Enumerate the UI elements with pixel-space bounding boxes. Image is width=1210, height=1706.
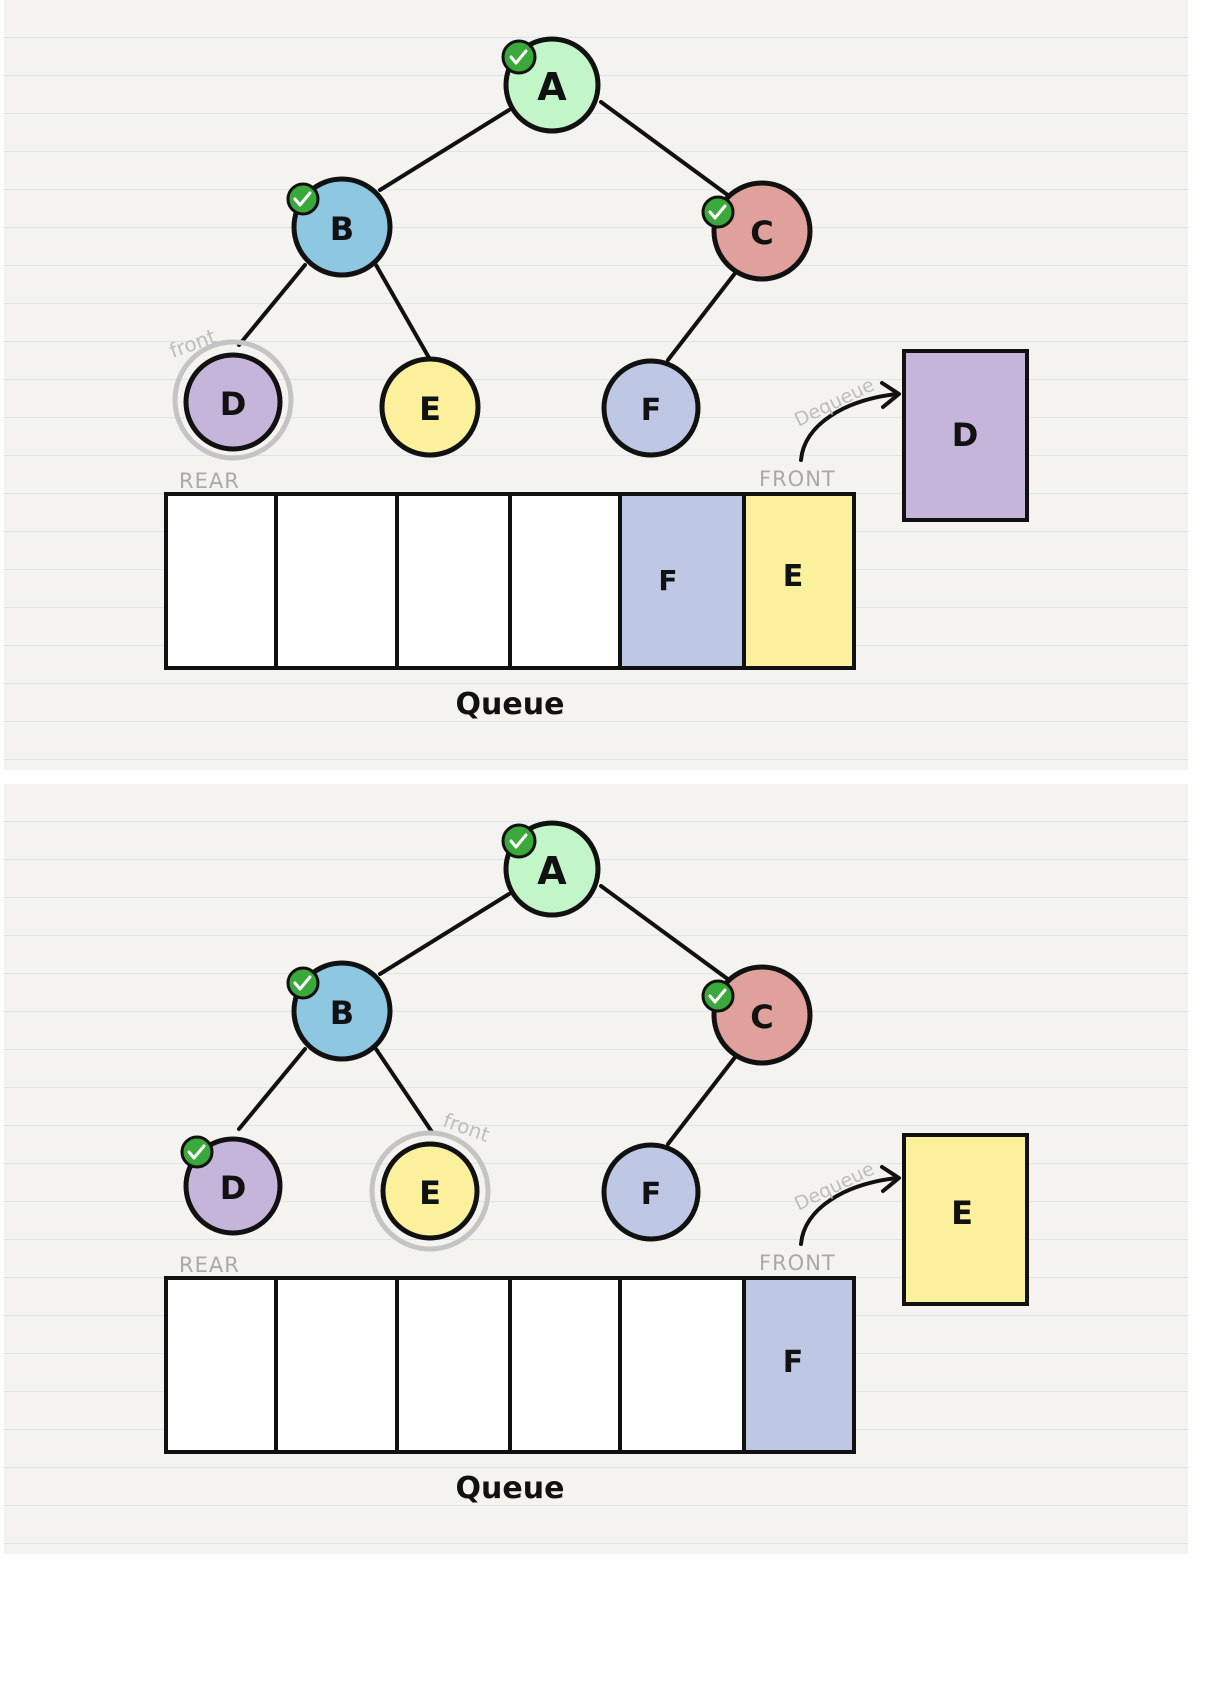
node-e-label: E — [419, 1174, 441, 1212]
bfs-diagram-1: A B C D — [164, 36, 1029, 722]
edge-b-d — [237, 263, 307, 347]
node-b-label: B — [330, 210, 354, 248]
queue-cell — [508, 492, 622, 670]
queue-cell-f — [742, 1276, 856, 1454]
visited-check-icon — [286, 966, 320, 1000]
queue-cell-value: F — [658, 564, 677, 597]
edge-a-b — [378, 892, 511, 976]
queue-cell-value: E — [783, 559, 804, 594]
queue-front-label: FRONT — [759, 1251, 836, 1275]
node-c-circle — [711, 964, 813, 1066]
queue-cell-e — [742, 492, 856, 670]
dequeued-node-label: D — [952, 416, 979, 454]
front-highlight-ring — [369, 1130, 491, 1252]
node-f-label: F — [641, 393, 662, 428]
visited-check-icon — [701, 195, 735, 229]
diagram-panel-1: A B C D — [4, 0, 1188, 770]
node-b-label: B — [330, 994, 354, 1032]
dequeue-label: Dequeue — [791, 1158, 878, 1215]
queue: F E — [164, 492, 856, 670]
tree-edges — [237, 884, 738, 1146]
node-d-label: D — [220, 385, 247, 423]
queue-cell — [164, 492, 278, 670]
edge-c-f — [666, 1054, 738, 1146]
node-f-label: F — [641, 1177, 662, 1212]
edge-a-c — [599, 884, 731, 982]
visited-check-icon — [501, 39, 537, 75]
dequeued-node-box — [902, 1133, 1029, 1306]
node-e-circle — [379, 356, 481, 458]
queue-caption: Queue — [456, 687, 565, 722]
node-f-circle — [601, 358, 701, 458]
front-pointer-label: front — [440, 1108, 493, 1147]
visited-check-icon — [180, 1135, 214, 1169]
dequeue-arrow-icon — [799, 1165, 901, 1246]
queue-rear-label: REAR — [179, 469, 240, 493]
edge-c-f — [666, 270, 738, 362]
bfs-diagram-2: A B C D — [164, 820, 1029, 1506]
node-e: E — [379, 356, 481, 458]
node-c: C — [701, 180, 813, 282]
edge-b-e — [374, 263, 434, 365]
edge-b-e — [374, 1047, 434, 1134]
queue-cell — [274, 492, 399, 670]
diagram-panel-2: A B C D — [4, 784, 1188, 1554]
node-a: A — [501, 36, 601, 134]
queue-cell — [395, 492, 512, 670]
node-d: D — [180, 1135, 283, 1236]
edge-a-c — [599, 100, 731, 198]
queue-cell — [274, 1276, 399, 1454]
dequeued-node-box — [902, 349, 1029, 522]
node-f: F — [601, 1142, 701, 1242]
node-d-label: D — [220, 1169, 247, 1207]
node-d-circle — [183, 352, 283, 452]
node-f: F — [601, 358, 701, 458]
visited-check-icon — [286, 182, 320, 216]
queue-cell-f — [618, 492, 746, 670]
queue-cell — [395, 1276, 512, 1454]
queue-cell — [164, 1276, 278, 1454]
tree-edges — [237, 100, 738, 365]
node-a: A — [501, 820, 601, 918]
node-e-label: E — [419, 390, 441, 428]
edge-a-b — [378, 108, 511, 192]
node-e-circle — [380, 1141, 480, 1241]
node-a-label: A — [537, 65, 567, 109]
front-highlight-ring — [172, 339, 294, 461]
queue-cell-value: F — [783, 1345, 804, 1380]
dequeued-node-label: E — [951, 1194, 973, 1232]
queue-caption: Queue — [456, 1471, 565, 1506]
dequeue-arrow-icon — [799, 381, 901, 462]
node-a-label: A — [537, 849, 567, 893]
queue-cell — [508, 1276, 622, 1454]
node-c: C — [701, 964, 813, 1066]
node-b: B — [286, 960, 393, 1062]
node-c-label: C — [750, 998, 773, 1036]
queue-rear-label: REAR — [179, 1253, 240, 1277]
node-d: D — [172, 339, 294, 461]
node-f-circle — [601, 1142, 701, 1242]
node-b: B — [286, 176, 393, 278]
dequeue-label: Dequeue — [791, 374, 878, 431]
visited-check-icon — [701, 979, 735, 1013]
queue-front-label: FRONT — [759, 467, 836, 491]
visited-check-icon — [501, 823, 537, 859]
node-c-label: C — [750, 214, 773, 252]
node-c-circle — [711, 180, 813, 282]
node-e: E — [369, 1130, 491, 1252]
edge-b-d — [237, 1047, 307, 1131]
queue: F — [164, 1276, 856, 1454]
queue-cell — [618, 1276, 746, 1454]
